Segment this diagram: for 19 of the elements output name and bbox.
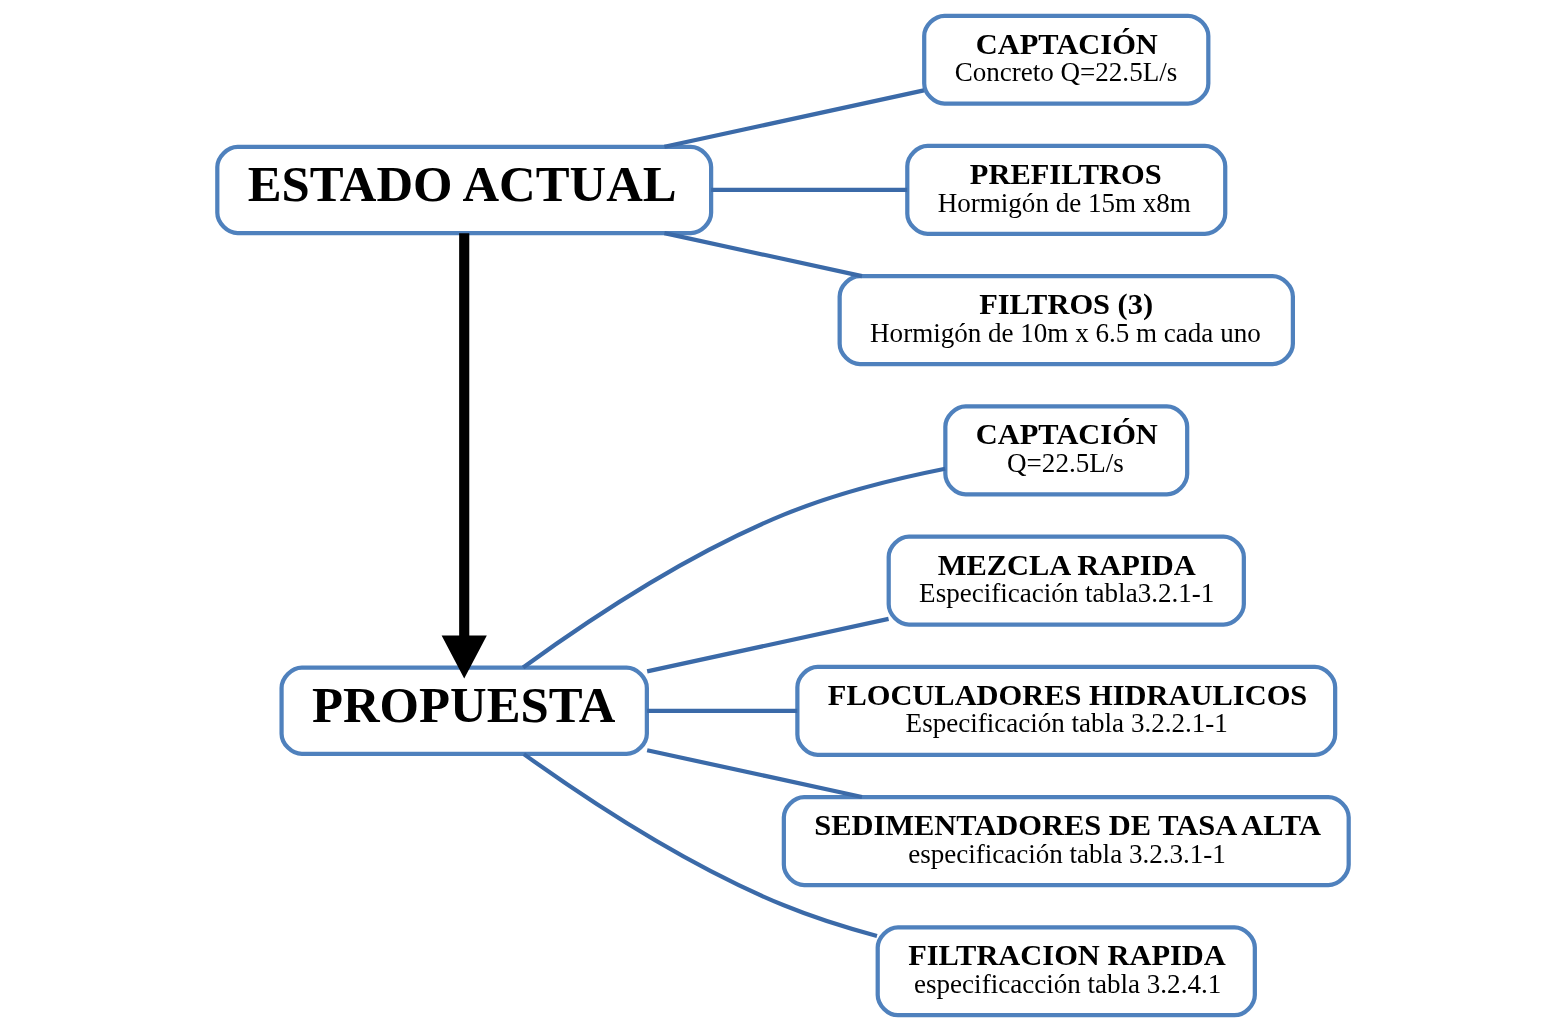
node-box: FILTROS (3) Hormigón de 10m x 6.5 m cada uno	[837, 273, 1295, 366]
connector	[711, 187, 908, 192]
connector	[647, 708, 798, 713]
node-box: CAPTACIÓN Concreto Q=22.5L/s	[922, 13, 1211, 106]
node-box: SEDIMENTADORES DE TASA ALTA especificación tabla 3.2.3.1-1	[781, 794, 1351, 887]
connector	[664, 230, 863, 278]
connector	[646, 747, 863, 799]
connector	[663, 87, 925, 149]
connector	[522, 751, 878, 938]
node-box: ESTADO ACTUAL	[215, 144, 714, 235]
arrow	[441, 232, 487, 678]
node-box: FLOCULADORES HIDRAULICOS Especificación tabla 3.2.2.1-1	[795, 664, 1338, 757]
node-box: PREFILTROS Hormigón de 15m x8m	[905, 143, 1228, 236]
connector	[646, 616, 890, 673]
node-box: FILTRACION RAPIDA especificacción tabla 3.2.4.1	[875, 924, 1257, 1017]
node-box: MEZCLA RAPIDA Especificación tabla3.2.1-1	[886, 534, 1246, 627]
connector	[521, 466, 946, 669]
node-box: CAPTACIÓN Q=22.5L/s	[943, 403, 1190, 496]
node-box: PROPUESTA	[279, 665, 649, 756]
